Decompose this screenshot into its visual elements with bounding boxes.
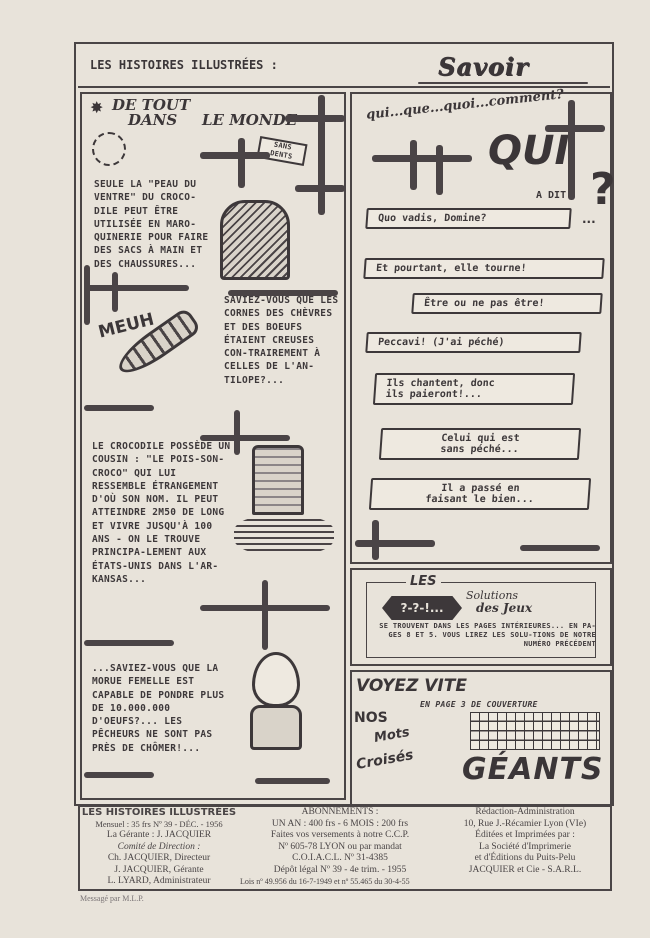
egg-cup-base (250, 705, 302, 750)
decor-bar (318, 95, 325, 215)
jeux-title: des Jeux (476, 601, 533, 615)
decor-bar (372, 155, 472, 162)
colophon-col-1: LES HISTOIRES ILLUSTRÉES Mensuel : 35 fr… (81, 807, 237, 886)
distributor-note: Messagé par M.L.P. (80, 894, 144, 903)
decor-bar (285, 115, 345, 122)
colophon-col-3: Rédaction-Administration 10, Rue J.-Réca… (463, 807, 587, 875)
colophon (78, 805, 612, 891)
text-block-fish-croco: Le crocodile possède un cousin : "le poi… (92, 441, 231, 585)
handbag-illustration (220, 200, 290, 280)
decor-bar (372, 520, 379, 560)
quote-1-ellipsis: ... (582, 212, 596, 226)
text-block-cod: ...Saviez-vous que la morue femelle est … (92, 663, 225, 754)
decor-bar (436, 145, 443, 195)
decor-bar (355, 540, 435, 547)
quote-4: Peccavi! (J'ai péché) (365, 332, 582, 353)
promo-subtitle: en page 3 de couverture (420, 700, 538, 709)
solutions-body: se trouvent dans les pages intérieures..… (379, 622, 596, 648)
decor-bar (84, 285, 189, 291)
hat-illustration (252, 445, 304, 515)
section-title: Savoir (438, 52, 529, 81)
right-quotes-panel (350, 92, 612, 564)
qui-title: Qui (488, 128, 570, 174)
decor-bar (262, 580, 268, 650)
text-block-horns: Saviez-vous que les cornes des chèvres e… (224, 295, 339, 386)
a-dit-label: a dit (536, 190, 567, 201)
crossword-grid-icon (470, 712, 600, 750)
decor-bar (200, 152, 270, 159)
header-bar: Les Histoires Illustrées : Savoir (78, 46, 610, 88)
solutions-panel (350, 568, 612, 666)
left-panel (80, 92, 346, 800)
decor-bar (228, 290, 338, 296)
decor-bar (84, 405, 154, 411)
decor-bar (200, 435, 290, 441)
decor-bar (568, 100, 575, 200)
puzzle-badge: ?-?-!... (382, 596, 462, 620)
geants-label: Géants (462, 752, 604, 787)
decor-bar (520, 545, 600, 551)
rule (418, 82, 588, 84)
decor-bar (295, 185, 345, 192)
quote-2: Et pourtant, elle tourne! (363, 258, 605, 279)
decor-bar (255, 778, 330, 784)
series-title: Les Histoires Illustrées : (90, 58, 278, 72)
solutions-title: Solutions des Jeux (466, 589, 533, 615)
section-heading: De tout dans le monde (112, 96, 298, 129)
promo-title: Voyez vite (356, 676, 467, 696)
decor-bar (84, 265, 90, 325)
decor-bar (84, 772, 154, 778)
sun-icon: ✸ (90, 98, 104, 117)
decor-bar (238, 138, 245, 188)
water-illustration (234, 515, 334, 555)
decor-bar (545, 125, 605, 132)
decor-bar (112, 272, 118, 312)
solutions-inner-frame (366, 582, 596, 658)
nos-label: Nos (354, 710, 388, 726)
quote-3: Être ou ne pas être! (411, 293, 603, 314)
decor-bar (234, 410, 240, 455)
globe-icon (92, 132, 126, 166)
quote-1: Quo vadis, Domine? (365, 208, 572, 229)
les-label: Les (406, 574, 441, 589)
decor-bar (84, 640, 174, 646)
decor-bar (410, 140, 417, 190)
colophon-col-2: ABONNEMENTS : UN AN : 400 frs - 6 MOIS :… (240, 807, 410, 886)
text-block-crocodile-skin: Seule la "peau du ventre" du croco-dile … (94, 179, 209, 270)
question-mark: ? (590, 164, 616, 215)
